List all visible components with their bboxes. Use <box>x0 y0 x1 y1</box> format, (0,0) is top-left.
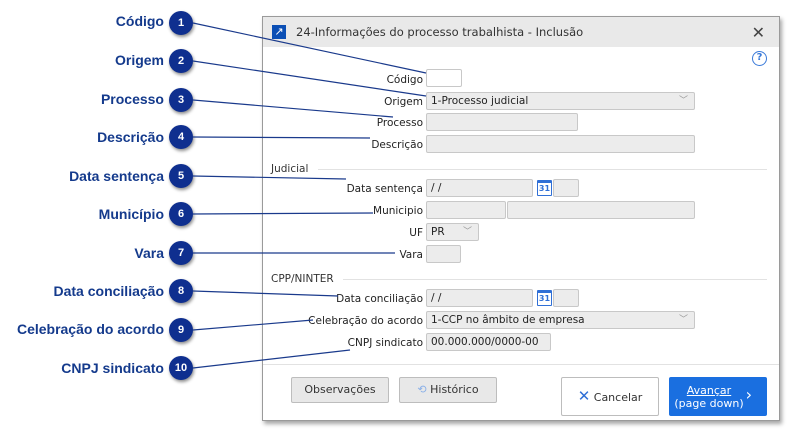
callout-badge: 10 <box>169 356 193 380</box>
data-conciliacao-extra-input[interactable] <box>553 289 579 307</box>
data-conciliacao-label: Data conciliação <box>336 293 423 305</box>
chevron-down-icon: ﹀ <box>462 227 472 237</box>
uf-value: PR <box>431 226 445 238</box>
origem-value: 1-Processo judicial <box>431 95 529 107</box>
origem-label: Origem <box>384 96 423 108</box>
callout-badge: 8 <box>169 279 193 303</box>
callout-label: Origem <box>114 52 164 68</box>
historico-button[interactable]: ⟲ Histórico <box>399 377 497 403</box>
callout-badge: 9 <box>169 318 193 342</box>
callout-badge: 5 <box>169 164 193 188</box>
descricao-label: Descrição <box>371 139 423 151</box>
origem-select[interactable]: 1-Processo judicial ﹀ <box>426 92 695 110</box>
cancel-label: Cancelar <box>593 391 643 404</box>
vara-input[interactable] <box>426 245 461 263</box>
next-label: Avançar (page down) <box>670 384 748 410</box>
callout-label: Celebração do acordo <box>16 321 164 337</box>
help-icon[interactable]: ? <box>752 51 767 66</box>
app-shortcut-icon: ↗ <box>272 25 286 39</box>
section-divider <box>318 169 767 170</box>
celebracao-label: Celebração do acordo <box>308 315 423 327</box>
uf-select[interactable]: PR ﹀ <box>426 223 479 241</box>
codigo-label: Código <box>386 74 423 86</box>
cnpj-label: CNPJ sindicato <box>347 337 423 349</box>
callout-label: Código <box>115 13 164 29</box>
dialog-window: ↗ 24-Informações do processo trabalhista… <box>262 16 780 421</box>
title-bar[interactable]: ↗ 24-Informações do processo trabalhista… <box>263 17 779 47</box>
cnpj-input[interactable]: 00.000.000/0000-00 <box>426 333 551 351</box>
next-button[interactable]: Avançar (page down) › <box>669 377 767 416</box>
next-label-line1: Avançar <box>686 384 732 397</box>
callout-badge: 4 <box>169 125 193 149</box>
close-x-icon: ✕ <box>577 387 591 405</box>
footer-divider <box>263 364 779 365</box>
callout-label: Descrição <box>97 129 164 145</box>
chevron-right-icon: › <box>745 385 752 404</box>
dialog-title: 24-Informações do processo trabalhista -… <box>296 25 584 39</box>
celebracao-value: 1-CCP no âmbito de empresa <box>431 314 585 326</box>
callout-badge: 1 <box>169 11 193 35</box>
descricao-input[interactable] <box>426 135 695 153</box>
historico-label: Histórico <box>430 383 479 396</box>
data-sentenca-label: Data sentença <box>346 183 423 195</box>
callout-badge: 3 <box>169 88 193 112</box>
callout-badge: 2 <box>169 49 193 73</box>
data-conciliacao-input[interactable]: / / <box>426 289 533 307</box>
chevron-down-icon: ﹀ <box>678 315 688 325</box>
calendar-icon[interactable]: 31 <box>537 180 552 196</box>
data-sentenca-extra-input[interactable] <box>553 179 579 197</box>
callout-label: Município <box>98 206 164 222</box>
callout-badge: 7 <box>169 241 193 265</box>
next-label-line2: (page down) <box>674 397 744 410</box>
chevron-down-icon: ﹀ <box>678 96 688 106</box>
codigo-input[interactable] <box>426 69 462 87</box>
celebracao-select[interactable]: 1-CCP no âmbito de empresa ﹀ <box>426 311 695 329</box>
data-sentenca-input[interactable]: / / <box>426 179 533 197</box>
callout-label: CNPJ sindicato <box>61 360 164 376</box>
callout-label: Data conciliação <box>53 283 165 299</box>
processo-label: Processo <box>376 117 423 129</box>
callout-label: Data sentença <box>69 168 164 184</box>
cpp-section-title: CPP/NINTER <box>271 273 334 285</box>
callout-label: Vara <box>134 245 164 261</box>
municipio-code-input[interactable] <box>426 201 506 219</box>
vara-label: Vara <box>399 249 423 261</box>
processo-input[interactable] <box>426 113 578 131</box>
callout-badge: 6 <box>169 202 193 226</box>
history-icon: ⟲ <box>417 383 427 396</box>
observacoes-button[interactable]: Observações <box>291 377 389 403</box>
municipio-label: Municipio <box>373 205 423 217</box>
section-divider <box>343 279 767 280</box>
calendar-icon[interactable]: 31 <box>537 290 552 306</box>
cancel-button[interactable]: ✕ Cancelar <box>561 377 659 416</box>
judicial-section-title: Judicial <box>271 163 309 175</box>
close-button[interactable]: ✕ <box>751 23 765 42</box>
callout-label: Processo <box>100 91 164 107</box>
uf-label: UF <box>409 227 423 239</box>
municipio-name-input[interactable] <box>507 201 695 219</box>
